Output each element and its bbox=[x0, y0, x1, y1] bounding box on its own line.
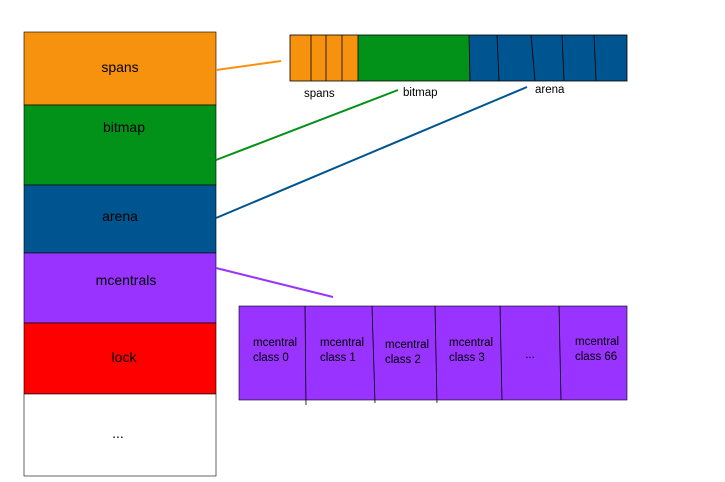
memory-bar-bitmap-region bbox=[358, 35, 469, 81]
bitmap-connector bbox=[215, 89, 399, 161]
arena-block bbox=[23, 184, 217, 254]
mcentral-row-dividers bbox=[304, 305, 562, 406]
mcentral-row-bg bbox=[239, 306, 627, 400]
spans-block bbox=[23, 31, 217, 106]
mcentral-cell: mcentral class 66 bbox=[575, 336, 622, 363]
memory-bar-outline bbox=[289, 34, 628, 82]
mcentrals-block bbox=[23, 252, 217, 324]
memory-layout-bar: spans bitmap arena bbox=[289, 34, 628, 100]
mcentral-row-outline bbox=[238, 305, 628, 401]
heap-struct-stack: spans bitmap arena mcentrals lock ... bbox=[23, 31, 217, 477]
memory-bar-bitmap-label: bitmap bbox=[403, 87, 438, 99]
lock-block-label: lock bbox=[112, 349, 138, 365]
memory-bar-spans-label: spans bbox=[304, 88, 335, 100]
mcentral-cell: mcentral class 0 bbox=[253, 337, 300, 364]
memory-bar-arena-label: arena bbox=[535, 84, 565, 96]
other-block-label: ... bbox=[112, 425, 124, 441]
other-block bbox=[23, 393, 217, 477]
mcentral-cell: mcentral class 2 bbox=[385, 339, 432, 366]
arena-block-label: arena bbox=[102, 208, 138, 224]
spans-connector bbox=[215, 60, 282, 71]
mcentrals-block-label: mcentrals bbox=[96, 272, 157, 288]
arena-connector bbox=[215, 86, 528, 219]
bitmap-block bbox=[23, 104, 217, 186]
mcentral-cell: mcentral class 3 bbox=[449, 337, 496, 364]
bitmap-block-label: bitmap bbox=[103, 119, 145, 135]
memory-bar-spans-region bbox=[290, 35, 358, 81]
connector-lines bbox=[215, 60, 528, 298]
mcentral-cell: ... bbox=[525, 349, 535, 361]
spans-block-label: spans bbox=[101, 59, 138, 75]
mcentral-row: mcentral class 0 mcentral class 1 mcentr… bbox=[238, 305, 628, 406]
lock-block bbox=[23, 322, 217, 395]
mcentral-cell: mcentral class 1 bbox=[320, 337, 367, 364]
memory-bar-arena-region bbox=[469, 35, 627, 81]
mcentrals-connector bbox=[215, 267, 334, 298]
memory-bar-dividers bbox=[310, 34, 597, 82]
